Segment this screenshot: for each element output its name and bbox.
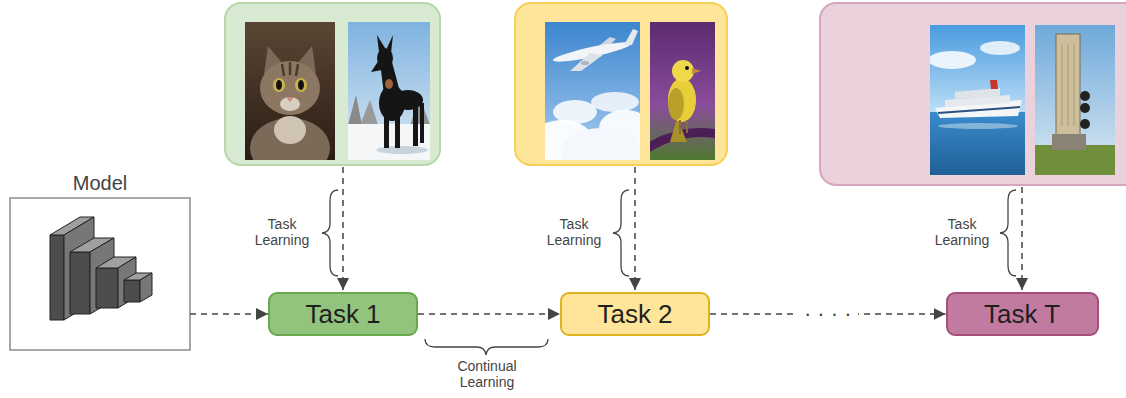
- dog-leg: [420, 103, 424, 143]
- bird-head: [672, 60, 694, 82]
- tree: [360, 100, 378, 125]
- sea: [930, 112, 1025, 175]
- cat-eye: [273, 78, 285, 92]
- ship-deck: [955, 88, 1000, 99]
- cloud: [930, 51, 976, 69]
- bird-beak: [692, 68, 701, 74]
- airplane-photo: [545, 22, 640, 160]
- plane-wing: [570, 53, 603, 71]
- cat-muzzle: [280, 97, 300, 111]
- cnn-icon: [50, 217, 152, 320]
- brace: [1000, 190, 1016, 276]
- task-box: Task 2: [560, 292, 710, 336]
- continual-learning-label: Continual Learning: [437, 358, 537, 390]
- task-label: Task T: [984, 300, 1060, 329]
- dog-leg: [413, 104, 418, 146]
- bird-photo: [650, 22, 715, 160]
- brace: [425, 339, 548, 355]
- model-label: Model: [10, 170, 190, 196]
- truck-wheel: [1080, 91, 1090, 101]
- bird-eye: [685, 66, 689, 70]
- cat-pupil: [276, 80, 282, 90]
- image-panel: [820, 3, 1126, 185]
- task-label: Task 1: [305, 300, 380, 329]
- cloud: [560, 128, 640, 160]
- cnn-layer-front: [50, 235, 64, 320]
- dashed-connector: [190, 313, 268, 315]
- ellipsis-label: · · · ·: [798, 303, 858, 325]
- cat-eye: [295, 78, 307, 92]
- task-learning-label: Task Learning: [248, 216, 316, 248]
- task-learning-label: Task Learning: [928, 216, 996, 248]
- cat-head: [260, 61, 320, 115]
- dog-tan: [385, 79, 393, 89]
- truck-wheel: [1080, 103, 1090, 113]
- photo-background: [348, 22, 430, 160]
- shadow: [376, 146, 428, 154]
- task-input-arrow: [634, 167, 636, 290]
- cat-pupil: [298, 80, 304, 90]
- cat-photo: [245, 22, 335, 160]
- brace: [613, 190, 629, 276]
- tree: [348, 95, 362, 125]
- cnn-layer-side: [140, 273, 152, 302]
- cnn-layer-front: [70, 252, 90, 314]
- reflection: [938, 123, 1018, 129]
- ship-photo: [930, 25, 1025, 175]
- cnn-layer-front: [124, 280, 140, 302]
- truck-photo: [1035, 25, 1115, 175]
- task-label: Task 2: [597, 300, 672, 329]
- cloud: [980, 41, 1020, 55]
- plane-tail: [624, 29, 638, 45]
- cloud: [591, 92, 639, 112]
- truck-body: [1056, 34, 1080, 136]
- dog-leg: [384, 116, 389, 148]
- task-learning-label: Task Learning: [540, 216, 608, 248]
- dog-snout: [371, 60, 382, 72]
- cat-nose: [286, 97, 294, 102]
- truck-wheel: [1080, 119, 1090, 129]
- cat-chest: [274, 116, 306, 144]
- ship-stripe: [938, 106, 1020, 114]
- bird-body: [668, 78, 696, 122]
- sky: [1035, 25, 1115, 175]
- bird-wing: [668, 88, 684, 120]
- ship-funnel: [990, 80, 998, 89]
- task-input-arrow: [342, 167, 344, 290]
- cnn-layer-front: [96, 268, 118, 308]
- model-node: Model: [10, 170, 190, 350]
- brace: [322, 190, 338, 276]
- task-box: Task T: [946, 292, 1099, 336]
- dog-photo: [348, 22, 430, 160]
- plane-engine: [581, 61, 589, 65]
- truck-panel-lines: [1062, 44, 1074, 126]
- truck-cab: [1052, 134, 1086, 150]
- dog-ear: [387, 35, 393, 53]
- task-box: Task 1: [268, 292, 418, 336]
- bird-legs: [680, 120, 687, 134]
- dog-ear: [377, 35, 385, 52]
- cat-stripes: [282, 62, 298, 76]
- dashed-connector: [418, 313, 560, 315]
- task-input-arrow: [1021, 187, 1023, 290]
- dog-leg: [395, 116, 400, 148]
- model-box: [10, 198, 190, 350]
